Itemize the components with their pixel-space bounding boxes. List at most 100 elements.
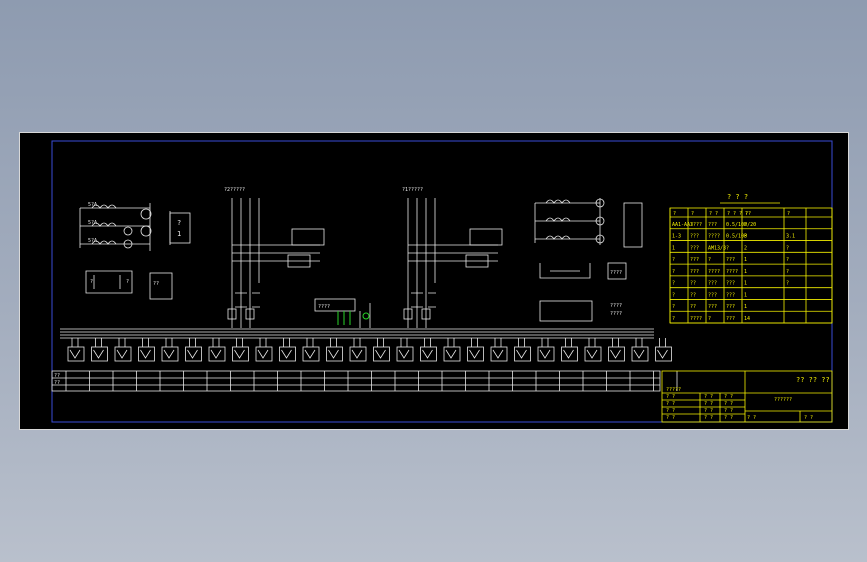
terminal-block: [420, 338, 437, 362]
legend-cell: 1: [672, 245, 675, 251]
title-block-cell: ? ?: [724, 401, 733, 407]
svg-text:?: ?: [126, 279, 129, 285]
title-block-bottom-left: ? ?: [747, 415, 756, 421]
terminal-block: [208, 338, 226, 362]
schematic-drawing: ? 1 5?A 5?A 5?A ?? ?? ?2????? ?1????? ??…: [51, 140, 833, 423]
legend-cell: ???: [726, 316, 735, 322]
left-ct-circuit: ? 1 5?A 5?A 5?A ?? ??: [79, 202, 191, 300]
legend-header: ? ?: [709, 211, 718, 217]
relay-block: ????: [314, 298, 371, 328]
legend-cell: ?: [786, 281, 789, 287]
title-block-cell: ? ?: [666, 394, 675, 400]
terminal-block: [114, 338, 132, 362]
legend-cell: 3: [744, 222, 747, 228]
title-block: ?? ?? ?? ?????? ????? ? ? ? ? ? ?? ?? ??…: [661, 370, 833, 423]
legend-cell: ???: [726, 292, 735, 298]
legend-cell: 1: [744, 304, 747, 310]
title-block-left-header: ?????: [666, 387, 681, 393]
legend-cell: ???: [708, 304, 717, 310]
legend-cell: 1: [744, 281, 747, 287]
title-block-cell: ? ?: [666, 408, 675, 414]
legend-header: ? ? ? ?: [727, 211, 748, 217]
feeder-b-label: ?1?????: [402, 187, 423, 193]
feeder-a-label: ?2?????: [224, 187, 245, 193]
relay-box-label: ????: [318, 304, 330, 310]
legend-cell: ???: [726, 257, 735, 263]
small-box-label-d: ????: [610, 311, 622, 317]
terminal-block: [349, 338, 367, 362]
legend-cell: ???: [708, 292, 717, 298]
legend-header: ?: [673, 211, 676, 217]
terminal-block: [373, 338, 390, 362]
legend-cell: ??: [690, 281, 696, 287]
meter-box-label: ?: [177, 219, 181, 227]
terminal-block: [396, 338, 414, 362]
title-block-cell: ? ?: [724, 415, 733, 421]
title-block-cell: ? ?: [704, 408, 713, 414]
legend-cell: ?: [708, 316, 711, 322]
right-ct-circuit: ???? ???? ????: [534, 198, 643, 322]
terminal-block: [161, 338, 179, 362]
legend-cell: ?: [672, 304, 675, 310]
legend-cell: 0.5/10P: [726, 234, 747, 240]
svg-text:5?A: 5?A: [88, 220, 97, 226]
legend-cell: 1: [744, 269, 747, 275]
legend-cell: ?: [672, 257, 675, 263]
terminal-strip: [67, 338, 672, 362]
legend-cell: ?: [672, 292, 675, 298]
title-block-cell: ? ?: [666, 415, 675, 421]
terminal-block: [561, 338, 578, 362]
legend-cell: ?: [672, 316, 675, 322]
legend-cell: ???: [690, 234, 699, 240]
legend-cell: ???: [708, 222, 717, 228]
terminal-label-table: ?? ??: [51, 370, 678, 392]
legend-cell: 1: [744, 257, 747, 263]
legend-cell: ???: [690, 245, 699, 251]
terminal-row-label-1: ??: [54, 373, 60, 379]
terminal-block: [443, 338, 461, 362]
legend-cell: ????: [708, 234, 720, 240]
legend-cell: 1-3: [672, 234, 681, 240]
legend-cell: ???: [726, 281, 735, 287]
terminal-block: [302, 338, 320, 362]
legend-cell: AA1-AA3: [672, 222, 693, 228]
terminal-block: [490, 338, 508, 362]
title-block-top-right: ?? ?? ??: [796, 376, 830, 384]
terminal-block: [608, 338, 625, 362]
legend-cell: ????: [726, 269, 738, 275]
svg-text:5?A: 5?A: [88, 238, 97, 244]
legend-cell: ?: [672, 281, 675, 287]
title-block-bottom-right: ? ?: [804, 415, 813, 421]
title-block-cell: ? ?: [666, 401, 675, 407]
small-box-label-a: ??: [153, 281, 159, 287]
legend-cell: ?: [786, 269, 789, 275]
legend-title: ? ? ?: [727, 193, 748, 201]
legend-cell: ?: [708, 257, 711, 263]
terminal-block: [232, 338, 249, 362]
small-box-label-c: ????: [610, 303, 622, 309]
feeder-b: ?1?????: [402, 187, 503, 328]
title-block-cell: ? ?: [724, 408, 733, 414]
terminal-block: [255, 338, 273, 362]
terminal-block: [67, 338, 85, 362]
legend-cell: ??: [690, 304, 696, 310]
terminal-block: [631, 338, 649, 362]
feeder-a: ?2?????: [224, 187, 325, 328]
terminal-bus: [60, 328, 672, 362]
drawing-name: ??????: [774, 397, 792, 403]
legend-cell: ?: [786, 257, 789, 263]
terminal-block: [185, 338, 202, 362]
title-block-cell: ? ?: [704, 415, 713, 421]
legend-cell: 1: [744, 292, 747, 298]
legend-table: ? ? ? ??? ?? ? ? ????AA1-AA3???????0.5/1…: [669, 193, 833, 324]
legend-cell: ??: [690, 292, 696, 298]
legend-header: ??: [745, 211, 751, 217]
legend-cell: ???: [708, 281, 717, 287]
title-block-cell: ? ?: [724, 394, 733, 400]
svg-text:5?A: 5?A: [88, 202, 97, 208]
terminal-block: [537, 338, 555, 362]
legend-header: ?: [691, 211, 694, 217]
legend-cell: ????: [708, 269, 720, 275]
legend-cell: ???: [690, 269, 699, 275]
terminal-block: [467, 338, 484, 362]
